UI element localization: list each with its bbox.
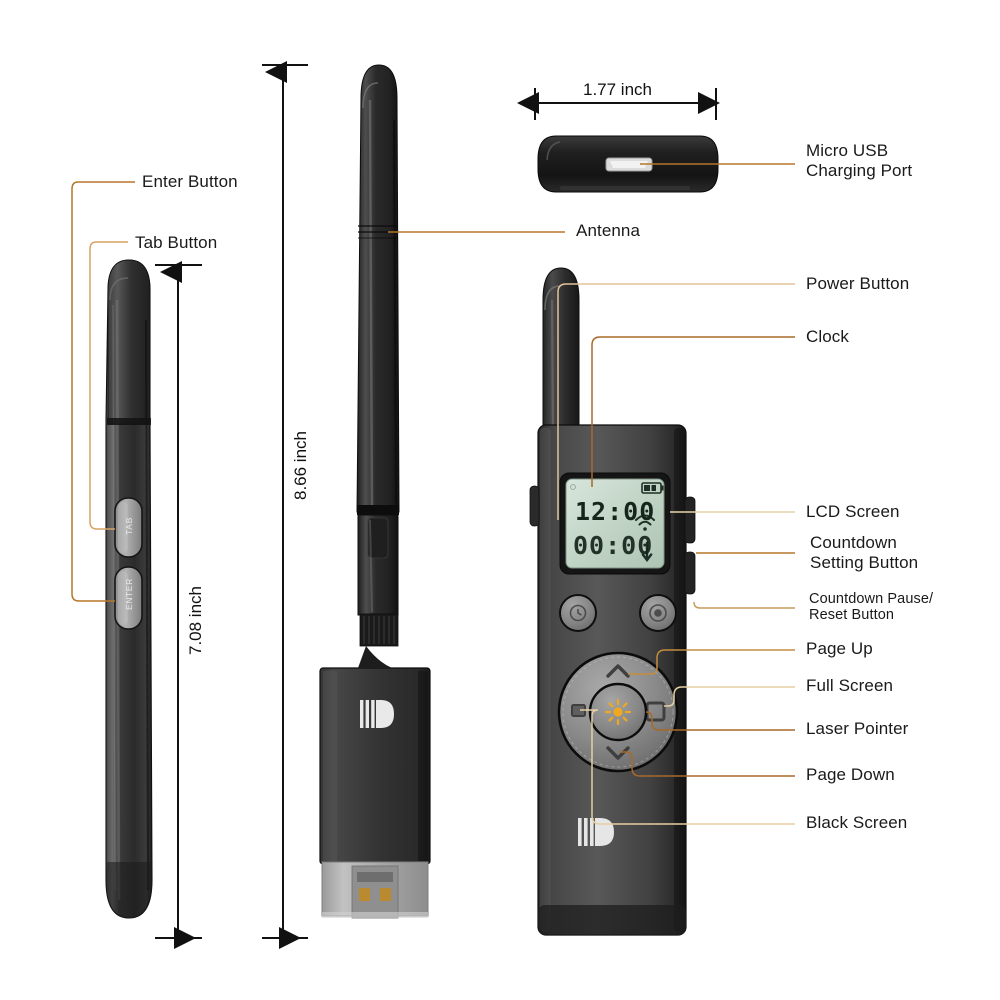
- leaders-left: [71, 181, 135, 602]
- tab-button-label[interactable]: TAB: [124, 517, 134, 535]
- label-full-screen: Full Screen: [806, 676, 894, 695]
- dimension-body-length-label: 7.08 inch: [186, 586, 205, 655]
- label-lcd-screen: LCD Screen: [806, 502, 900, 521]
- label-enter-button: Enter Button: [142, 172, 238, 191]
- label-clock: Clock: [806, 327, 850, 346]
- label-page-up: Page Up: [806, 639, 873, 658]
- usb-dongle-with-antenna: [319, 64, 431, 919]
- device-top-edge-view: [537, 135, 719, 193]
- label-power-button: Power Button: [806, 274, 910, 293]
- usb-dongle-brand-logo: [360, 700, 394, 728]
- label-page-down: Page Down: [806, 765, 895, 784]
- lcd-clock-value: 12:00: [575, 497, 656, 526]
- label-antenna: Antenna: [576, 221, 641, 240]
- dimension-width-label: 1.77 inch: [583, 80, 652, 99]
- dimension-total-length-label: 8.66 inch: [291, 431, 310, 500]
- dimension-total-length: [262, 61, 308, 949]
- brand-logo-right: [578, 818, 614, 846]
- label-tab-button: Tab Button: [135, 233, 218, 252]
- label-micro-usb-charging-port: Micro USB Charging Port: [806, 141, 913, 181]
- label-countdown-pause-reset-button: Countdown Pause/ Reset Button: [809, 591, 934, 624]
- enter-button-label[interactable]: ENTER: [124, 578, 134, 610]
- lcd-countdown-value: 00:00: [573, 531, 654, 560]
- device-right-front-view: [529, 267, 696, 936]
- label-black-screen: Black Screen: [806, 813, 908, 832]
- label-laser-pointer: Laser Pointer: [806, 719, 909, 738]
- label-countdown-setting-button: Countdown Setting Button: [810, 533, 919, 573]
